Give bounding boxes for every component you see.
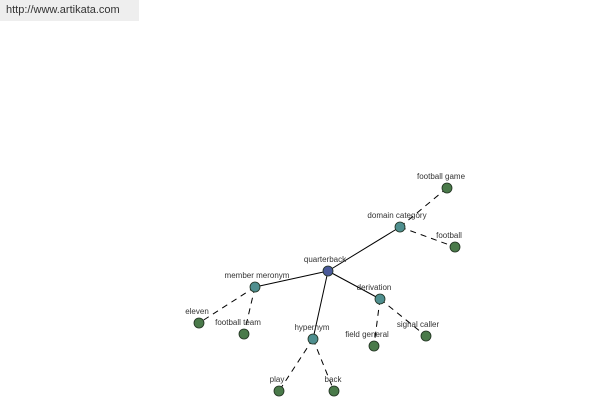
term-node-dot[interactable] [193, 317, 205, 329]
term-node-back[interactable]: back [325, 375, 343, 397]
site-url-banner[interactable]: http://www.artikata.com [0, 0, 139, 21]
term-node-dot[interactable] [328, 385, 340, 397]
edge-member-meronym-football-team [243, 286, 256, 335]
term-node-dot[interactable] [441, 182, 453, 194]
relation-node-hypernym[interactable]: hypernym [294, 323, 330, 345]
term-node-label: eleven [185, 307, 209, 316]
edge-derivation [327, 270, 381, 300]
graph-edges [198, 187, 456, 392]
edge-member-meronym-eleven [198, 286, 256, 324]
term-node-label: back [325, 375, 343, 384]
term-node-dot[interactable] [449, 241, 461, 253]
term-node-signal-caller[interactable]: signal caller [397, 320, 440, 342]
term-node-play[interactable]: play [270, 375, 285, 397]
edge-domain-category-football [399, 226, 456, 248]
relation-node-domain-category[interactable]: domain category [367, 211, 427, 233]
relation-node-dot[interactable] [374, 293, 386, 305]
relation-node-derivation[interactable]: derivation [357, 283, 392, 305]
term-node-label: football game [417, 172, 466, 181]
edge-derivation-signal-caller [379, 298, 427, 337]
root-node-quarterback[interactable]: quarterback [304, 255, 347, 277]
edge-member-meronym [254, 270, 329, 288]
edge-derivation-field-general [373, 298, 381, 347]
term-node-label: play [270, 375, 285, 384]
term-node-label: football [436, 231, 462, 240]
term-node-label: signal caller [397, 320, 440, 329]
relation-node-member-meronym[interactable]: member meronym [225, 271, 290, 293]
root-node-label: quarterback [304, 255, 347, 264]
relation-node-label: derivation [357, 283, 392, 292]
relation-node-dot[interactable] [307, 333, 319, 345]
edge-hypernym [312, 270, 329, 340]
edge-domain-category-football-game [399, 187, 448, 228]
term-node-field-general[interactable]: field general [345, 330, 389, 352]
term-node-label: football team [215, 318, 261, 327]
term-node-dot[interactable] [420, 330, 432, 342]
relation-node-dot[interactable] [249, 281, 261, 293]
site-url-link[interactable]: http://www.artikata.com [6, 4, 120, 16]
graph-nodes: quarterback domain category football game f… [185, 172, 466, 397]
term-node-football-team[interactable]: football team [215, 318, 261, 340]
edge-domain-category [327, 226, 401, 272]
relation-node-dot[interactable] [394, 221, 406, 233]
relation-node-label: member meronym [225, 271, 290, 280]
edge-hypernym-back [312, 338, 335, 392]
relation-node-label: hypernym [294, 323, 329, 332]
root-node-dot[interactable] [322, 265, 334, 277]
relation-node-label: domain category [367, 211, 426, 220]
term-node-dot[interactable] [273, 385, 285, 397]
term-node-football[interactable]: football [436, 231, 462, 253]
term-node-football-game[interactable]: football game [417, 172, 466, 194]
term-node-dot[interactable] [238, 328, 250, 340]
term-node-eleven[interactable]: eleven [185, 307, 209, 329]
term-node-dot[interactable] [368, 340, 380, 352]
term-node-label: field general [345, 330, 389, 339]
